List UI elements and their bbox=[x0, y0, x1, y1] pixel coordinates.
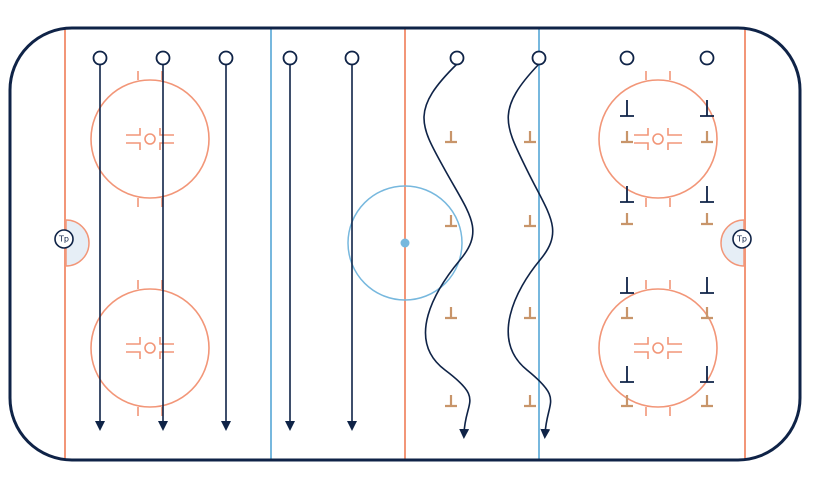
weaving-path-1 bbox=[423, 63, 474, 439]
player-markers bbox=[92, 50, 715, 66]
faceoff-circles bbox=[90, 71, 718, 416]
cone-icon bbox=[621, 395, 633, 408]
defender-markers bbox=[620, 100, 714, 383]
cone-icon bbox=[621, 307, 633, 320]
defender-icon bbox=[700, 366, 714, 383]
cone-icon bbox=[445, 395, 457, 408]
defender-icon bbox=[620, 366, 634, 383]
goalie-right-label: Tp bbox=[736, 235, 747, 244]
goalie-left: Tp bbox=[54, 229, 74, 249]
player-marker bbox=[699, 50, 715, 66]
cone-icon bbox=[445, 307, 457, 320]
rink-boards bbox=[8, 26, 802, 462]
goalie-right: Tp bbox=[732, 229, 752, 249]
cone-icon bbox=[701, 213, 713, 226]
weaving-path-2 bbox=[507, 63, 554, 439]
player-marker bbox=[92, 50, 108, 66]
defender-icon bbox=[700, 100, 714, 117]
defender-icon bbox=[620, 186, 634, 203]
cone-icon bbox=[701, 131, 713, 144]
player-marker bbox=[344, 50, 360, 66]
cone-icon bbox=[445, 131, 457, 144]
player-marker bbox=[282, 50, 298, 66]
zone-cones bbox=[621, 131, 713, 408]
cone-icon bbox=[445, 215, 457, 228]
cone-icon bbox=[524, 131, 536, 144]
defender-icon bbox=[620, 277, 634, 294]
center-faceoff-dot bbox=[400, 238, 410, 248]
cone-icon bbox=[524, 395, 536, 408]
player-marker bbox=[531, 50, 547, 66]
cone-icon bbox=[621, 213, 633, 226]
cone-icon bbox=[701, 307, 713, 320]
player-marker bbox=[619, 50, 635, 66]
faceoff-circle-right-top bbox=[598, 71, 718, 207]
faceoff-circle-left-top bbox=[90, 71, 210, 207]
cone-icon bbox=[524, 307, 536, 320]
cone-icon bbox=[524, 215, 536, 228]
goalie-left-label: Tp bbox=[58, 235, 69, 244]
left-goal-crease bbox=[65, 219, 90, 267]
weaving-skating-paths bbox=[423, 63, 554, 439]
faceoff-circle-right-bottom bbox=[598, 280, 718, 416]
cone-icon bbox=[701, 395, 713, 408]
center-circle bbox=[347, 185, 463, 301]
cone-icon bbox=[621, 131, 633, 144]
defender-icon bbox=[700, 186, 714, 203]
defender-icon bbox=[700, 277, 714, 294]
neutral-zone-cones bbox=[445, 131, 536, 408]
player-marker bbox=[449, 50, 465, 66]
player-marker bbox=[155, 50, 171, 66]
straight-skating-paths bbox=[95, 64, 357, 431]
player-marker bbox=[218, 50, 234, 66]
defender-icon bbox=[620, 100, 634, 117]
faceoff-circle-left-bottom bbox=[90, 280, 210, 416]
